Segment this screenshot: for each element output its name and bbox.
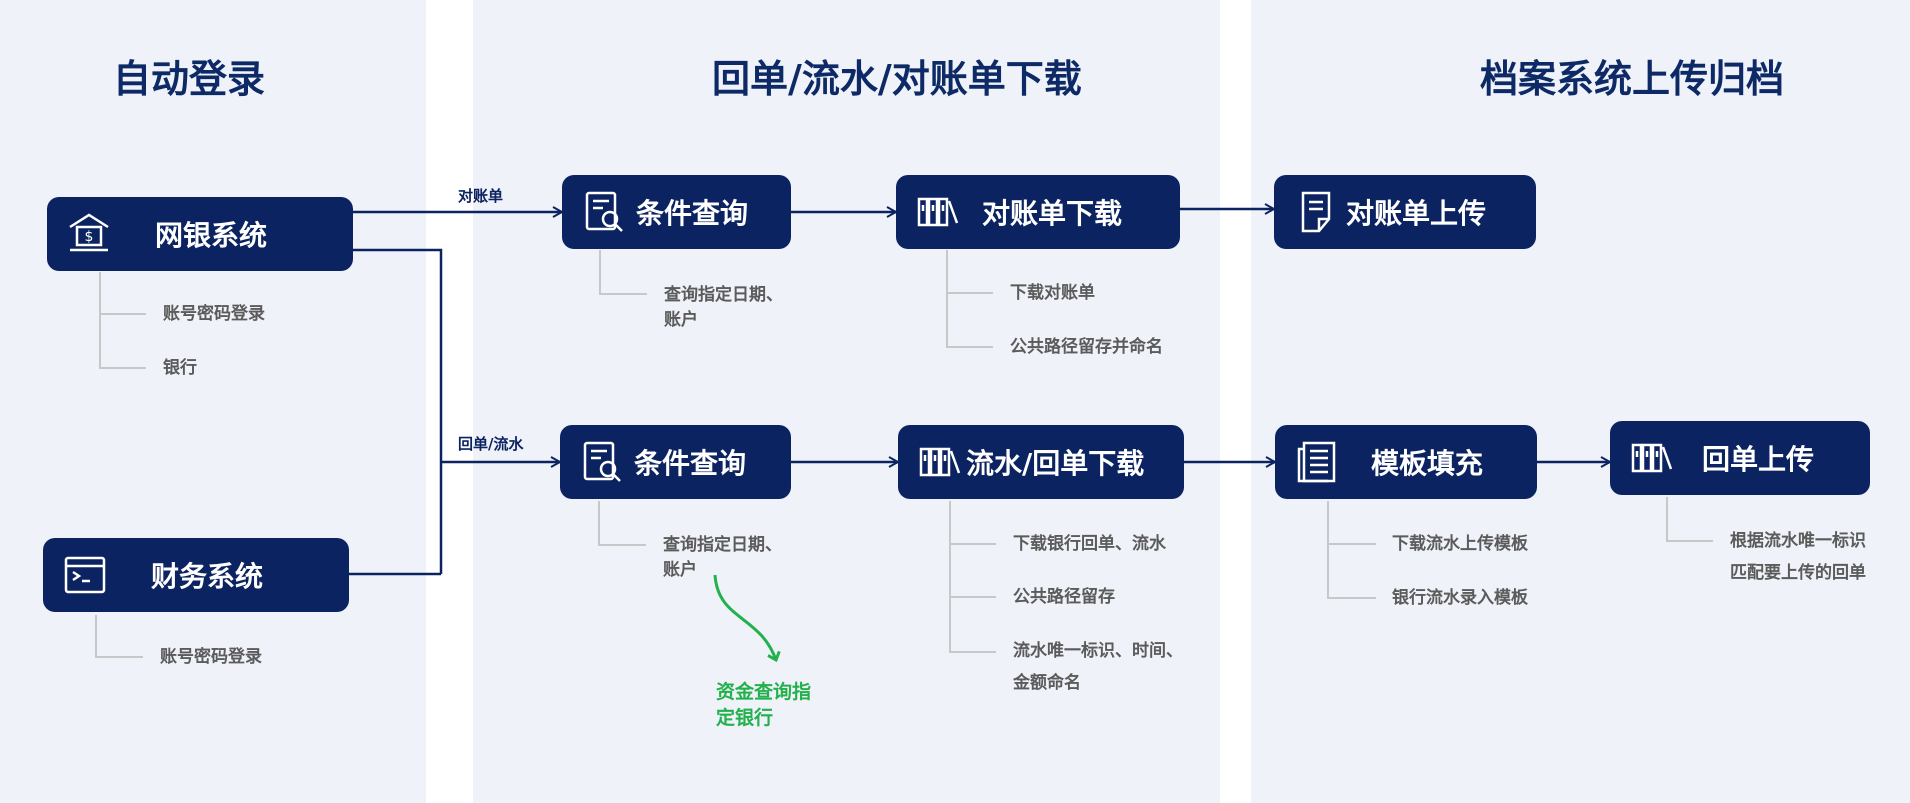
note-bank-bank: 银行 [163,358,197,378]
column-title-archive: 档案系统上传归档 [1480,57,1785,101]
note-query-statement-line1: 查询指定日期、 [664,285,783,305]
edge-bank-to-bus [353,248,443,574]
node-label: 回单上传 [1702,443,1815,476]
note-finance-login: 账号密码登录 [160,647,262,667]
note-download-flow-1: 下载银行回单、流水 [1013,534,1166,554]
panel-archive [1251,0,1910,803]
panel-download [473,0,1220,803]
binders-icon [912,186,964,238]
bank-icon: $ [63,208,115,260]
node-label: 条件查询 [634,447,747,480]
search-document-icon [578,186,630,238]
edge-label-receipt-flow: 回单/流水 [458,435,524,453]
note-download-flow-4: 金额命名 [1013,673,1081,693]
column-title-download: 回单/流水/对账单下载 [712,57,1082,101]
node-label: 网银系统 [155,219,268,252]
note-query-flow-line1: 查询指定日期、 [663,535,782,555]
edge-label-statement: 对账单 [458,187,504,205]
svg-text:$: $ [85,229,94,245]
node-template-fill[interactable]: 模板填充 [1275,425,1537,499]
note-query-statement-line2: 账户 [664,310,698,330]
search-document-icon [576,436,628,488]
note-receipt-upload-1: 根据流水唯一标识 [1730,531,1866,551]
note-download-flow-3: 流水唯一标识、时间、 [1013,641,1183,661]
green-annotation-arrow [713,574,776,660]
note-download-statement-1: 下载对账单 [1010,283,1095,303]
node-download-statement[interactable]: 对账单下载 [896,175,1180,249]
panel-auto-login [0,0,426,803]
annotation-line1: 资金查询指 [716,681,812,703]
note-download-flow-2: 公共路径留存 [1013,587,1115,607]
binders-icon [1626,432,1678,484]
node-receipt-upload[interactable]: 回单上传 [1610,421,1870,495]
note-receipt-upload-2: 匹配要上传的回单 [1730,563,1866,583]
node-label: 对账单上传 [1346,197,1487,230]
column-title-auto-login: 自动登录 [113,57,266,101]
node-label: 流水/回单下载 [966,447,1145,480]
node-label: 条件查询 [636,197,749,230]
note-query-flow-line2: 账户 [663,560,697,580]
annotation-line2: 定银行 [716,707,774,729]
node-label: 对账单下载 [982,197,1123,230]
note-download-statement-2: 公共路径留存并命名 [1010,337,1163,357]
node-query-statement[interactable]: 条件查询 [562,175,791,249]
note-template-fill-2: 银行流水录入模板 [1392,588,1528,608]
node-finance-system[interactable]: 财务系统 [43,538,349,612]
document-icon [1290,186,1342,238]
node-upload-statement[interactable]: 对账单上传 [1274,175,1536,249]
document-list-icon [1291,436,1343,488]
note-bank-login: 账号密码登录 [163,304,265,324]
note-template-fill-1: 下载流水上传模板 [1392,534,1528,554]
terminal-window-icon [59,549,111,601]
node-download-flow[interactable]: 流水/回单下载 [898,425,1184,499]
node-bank-system[interactable]: $ 网银系统 [47,197,353,271]
node-label: 模板填充 [1371,447,1484,480]
node-query-flow[interactable]: 条件查询 [560,425,791,499]
node-label: 财务系统 [151,560,264,593]
binders-icon [914,436,966,488]
